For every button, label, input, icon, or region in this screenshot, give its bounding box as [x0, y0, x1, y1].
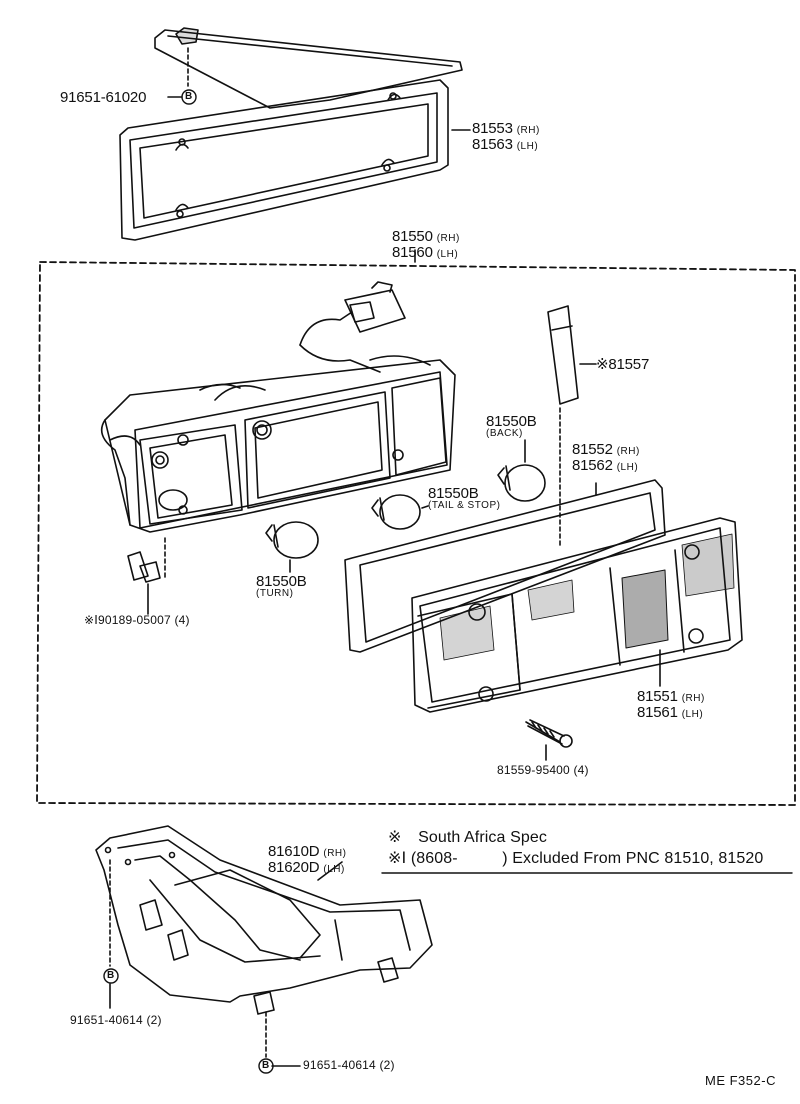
part-group-81551-81561: 81551(RH) 81561(LH) — [637, 689, 705, 720]
bulb-tail-stop — [371, 494, 429, 530]
reflector-sticker — [547, 305, 597, 405]
part-group-81550-81560: 81550(RH) 81560(LH) — [392, 229, 460, 260]
bulb-back-label: (BACK) — [486, 428, 523, 439]
part-group-81550b-back: 81550B (BACK) — [486, 414, 537, 439]
part-number-90189-05007: ※Ⅰ90189-05007 (4) — [84, 613, 190, 627]
figure-code: ME F352-C — [705, 1073, 776, 1088]
part-number-91651-40614: 91651-40614 (2) — [70, 1013, 162, 1027]
side-lh: (LH) — [323, 864, 345, 875]
side-lh: (LH) — [616, 462, 639, 473]
note-south-africa: ※ South Africa Spec — [388, 830, 547, 846]
gasket — [344, 479, 666, 653]
lamp-lens — [411, 407, 743, 713]
bulb-tail-stop-label: (TAIL & STOP) — [428, 500, 501, 511]
part-number-81561: 81561 — [637, 704, 678, 721]
part-number-81563: 81563 — [472, 136, 513, 153]
side-rh: (RH) — [616, 446, 640, 457]
part-number-81550b: 81550B — [256, 573, 307, 590]
part-group-81550b-tail-stop: 81550B (TAIL & STOP) — [428, 486, 500, 511]
part-group-81553-81563: 81553(RH) 81563(LH) — [472, 121, 540, 152]
note-text: South Africa Spec — [418, 829, 547, 846]
part-number-81610d: 81610D — [268, 843, 320, 860]
bulb-turn — [265, 521, 319, 573]
part-number-91651-61020: 91651-61020 — [60, 89, 147, 106]
bolt-b-label: B — [107, 970, 115, 981]
note-mark: ※ — [388, 829, 402, 846]
assembly-boundary — [36, 261, 796, 806]
part-group-81550b-turn: 81550B (TURN) — [256, 574, 307, 599]
side-rh: (RH) — [323, 848, 347, 859]
part-number-81560: 81560 — [392, 244, 433, 261]
bolt-b-marker — [258, 1058, 274, 1074]
note-text-2: ) Excluded From PNC 81510, 81520 — [502, 850, 764, 867]
part-number-81559-95400: 81559-95400 (4) — [497, 763, 589, 777]
part-number-91651-40614: 91651-40614 (2) — [303, 1058, 395, 1072]
side-lh: (LH) — [436, 249, 459, 260]
part-number-81550b: 81550B — [486, 413, 537, 430]
side-lh: (LH) — [516, 141, 539, 152]
lamp-protector — [95, 825, 433, 1067]
license-plate-bracket — [119, 27, 463, 241]
side-rh: (RH) — [681, 693, 705, 704]
part-number-81562: 81562 — [572, 457, 613, 474]
bolt-b-label: B — [262, 1060, 270, 1071]
lamp-clip — [127, 537, 166, 615]
lamp-housing — [100, 281, 456, 533]
bulb-turn-label: (TURN) — [256, 588, 294, 599]
part-number-81550: 81550 — [392, 228, 433, 245]
part-group-81552-81562: 81552(RH) 81562(LH) — [572, 442, 640, 473]
part-number-81620d: 81620D — [268, 859, 320, 876]
part-number-81553: 81553 — [472, 120, 513, 137]
note-text: (8608- — [410, 850, 458, 867]
part-number-81557: ※81557 — [596, 356, 650, 373]
part-group-81610d-81620d: 81610D(RH) 81620D(LH) — [268, 844, 346, 875]
part-number-81550b: 81550B — [428, 485, 479, 502]
note-excluded: ※Ⅰ (8608- ) Excluded From PNC 81510, 815… — [388, 851, 763, 867]
bulb-back — [497, 439, 546, 502]
bolt-b-label: B — [185, 91, 193, 102]
side-rh: (RH) — [436, 233, 460, 244]
screw — [525, 719, 573, 761]
part-number-81552: 81552 — [572, 441, 613, 458]
side-lh: (LH) — [681, 709, 704, 720]
part-number-81551: 81551 — [637, 688, 678, 705]
bolt-b-marker — [103, 968, 119, 984]
side-rh: (RH) — [516, 125, 540, 136]
note-mark: ※Ⅰ — [388, 850, 407, 867]
